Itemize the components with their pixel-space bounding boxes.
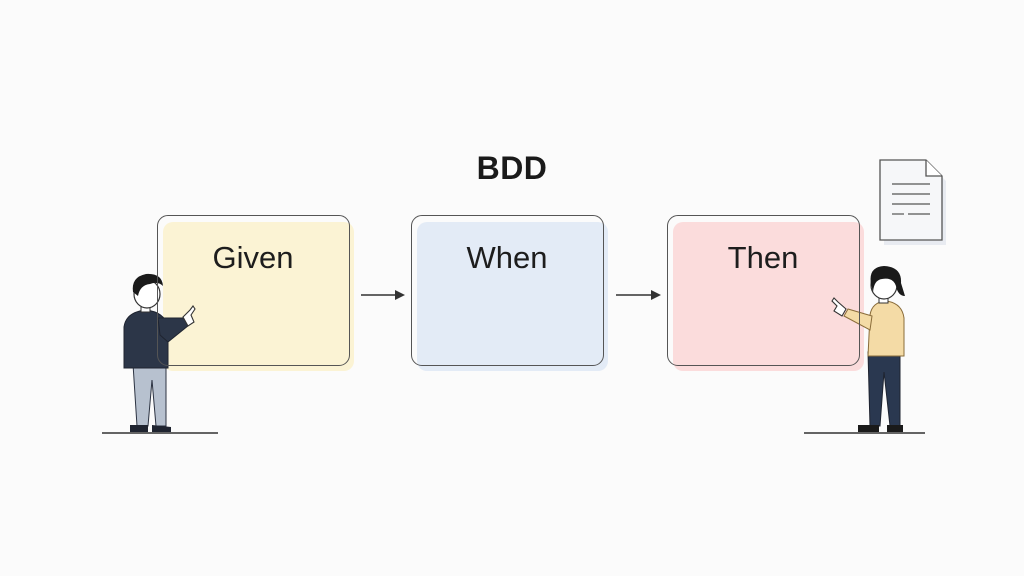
step-given-box: Given (156, 214, 354, 371)
document-icon (879, 159, 946, 245)
diagram-title: BDD (476, 150, 548, 186)
step-then-border (666, 214, 860, 366)
step-then-fill (673, 222, 864, 371)
step-given-fill (163, 222, 354, 371)
step-then-label: Then (727, 240, 799, 275)
person-pointing-icon (804, 266, 925, 434)
step-when-fill (417, 222, 608, 371)
step-when-box: When (410, 214, 608, 371)
step-when-label: When (466, 240, 548, 275)
step-given-border (156, 214, 350, 366)
step-given-label: Given (212, 240, 294, 275)
step-then-box: Then (666, 214, 864, 371)
step-when-border (410, 214, 604, 366)
